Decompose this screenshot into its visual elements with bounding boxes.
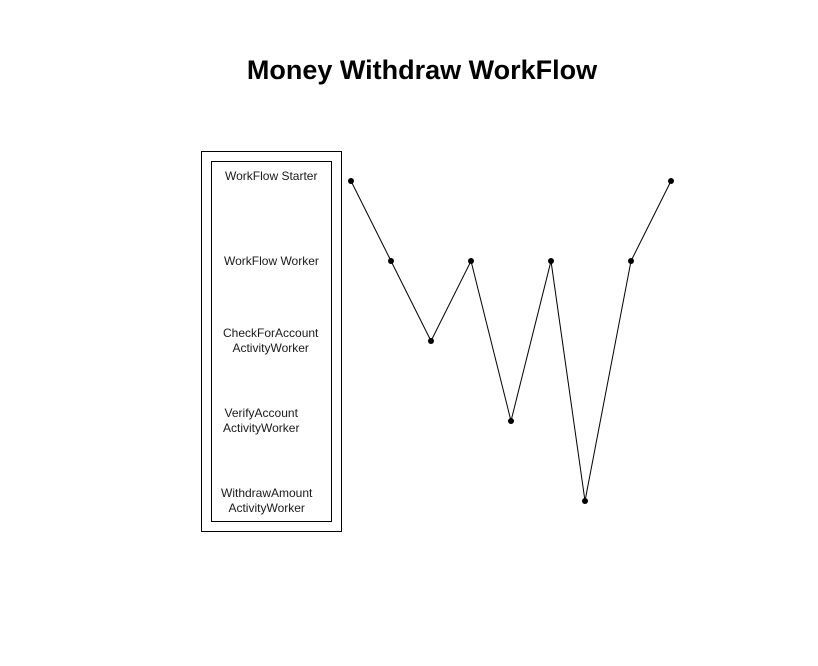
diagram-title: Money Withdraw WorkFlow [246,55,598,85]
workflow-step-point-3 [428,338,434,344]
workflow-step-point-8 [628,258,634,264]
lane-label-workflow-worker: WorkFlow Worker [224,254,319,268]
workflow-step-point-9 [668,178,674,184]
workflow-step-point-5 [508,418,514,424]
workflow-step-point-7 [582,498,588,504]
workflow-step-point-1 [348,178,354,184]
workflow-step-point-4 [468,258,474,264]
lanes-inner-frame [211,161,332,522]
lane-label-workflow-starter: WorkFlow Starter [225,169,318,183]
lane-label-check-for-account-worker: CheckForAccount ActivityWorker [223,326,319,355]
lane-label-withdraw-amount-worker: WithdrawAmount ActivityWorker [221,486,313,515]
workflow-step-point-2 [388,258,394,264]
workflow-step-point-6 [548,258,554,264]
workflow-path-points [348,178,674,504]
lanes-outer-frame [201,151,342,532]
workflow-path-line [350,180,672,502]
lane-label-verify-account-worker: VerifyAccount ActivityWorker [223,406,300,435]
